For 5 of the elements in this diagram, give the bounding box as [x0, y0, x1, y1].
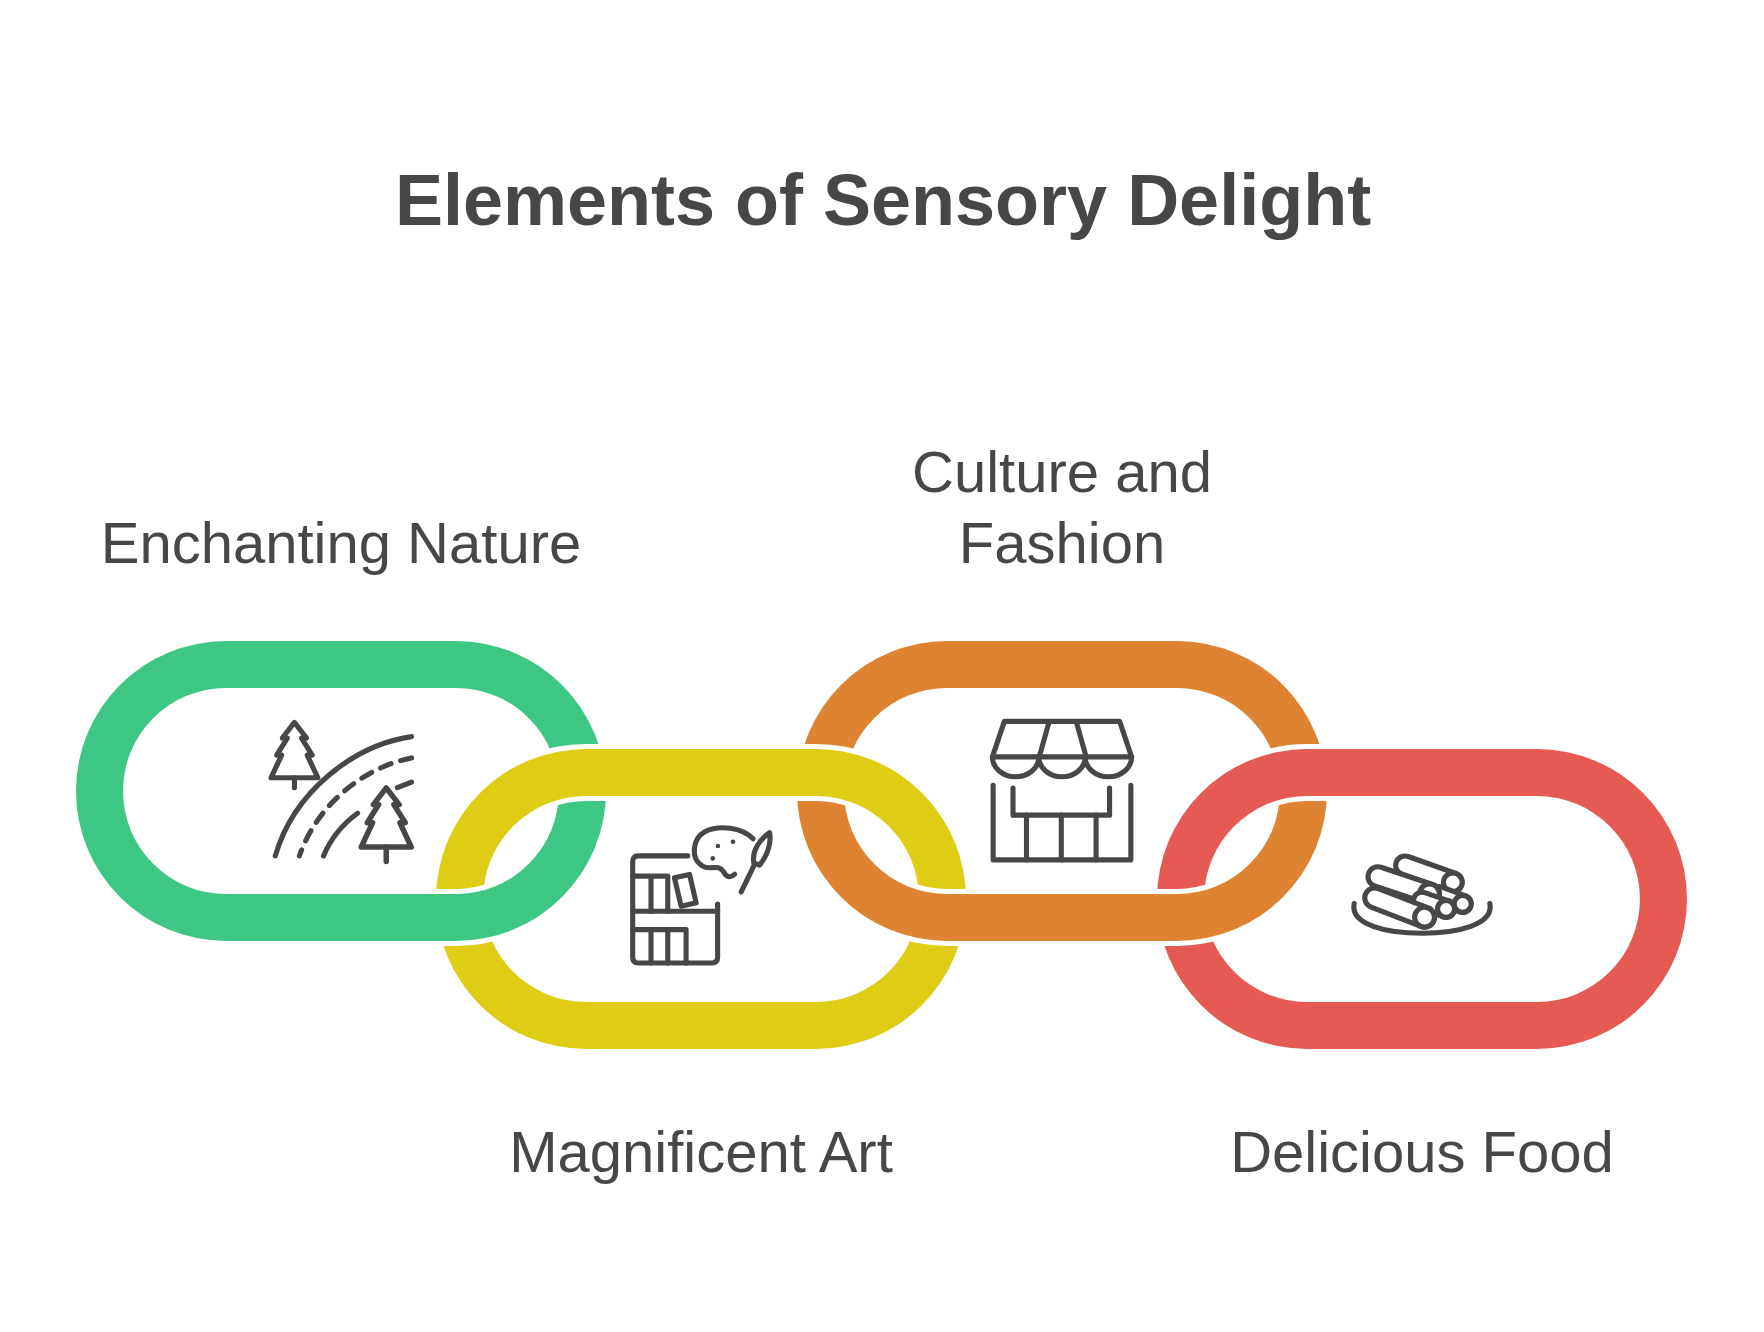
link-label: Delicious Food	[1230, 1118, 1614, 1186]
link-label: Magnificent Art	[509, 1118, 893, 1186]
link-label: Enchanting Nature	[100, 509, 582, 577]
link-label: Culture and Fashion	[911, 438, 1213, 577]
title: Elements of Sensory Delight	[394, 159, 1372, 242]
